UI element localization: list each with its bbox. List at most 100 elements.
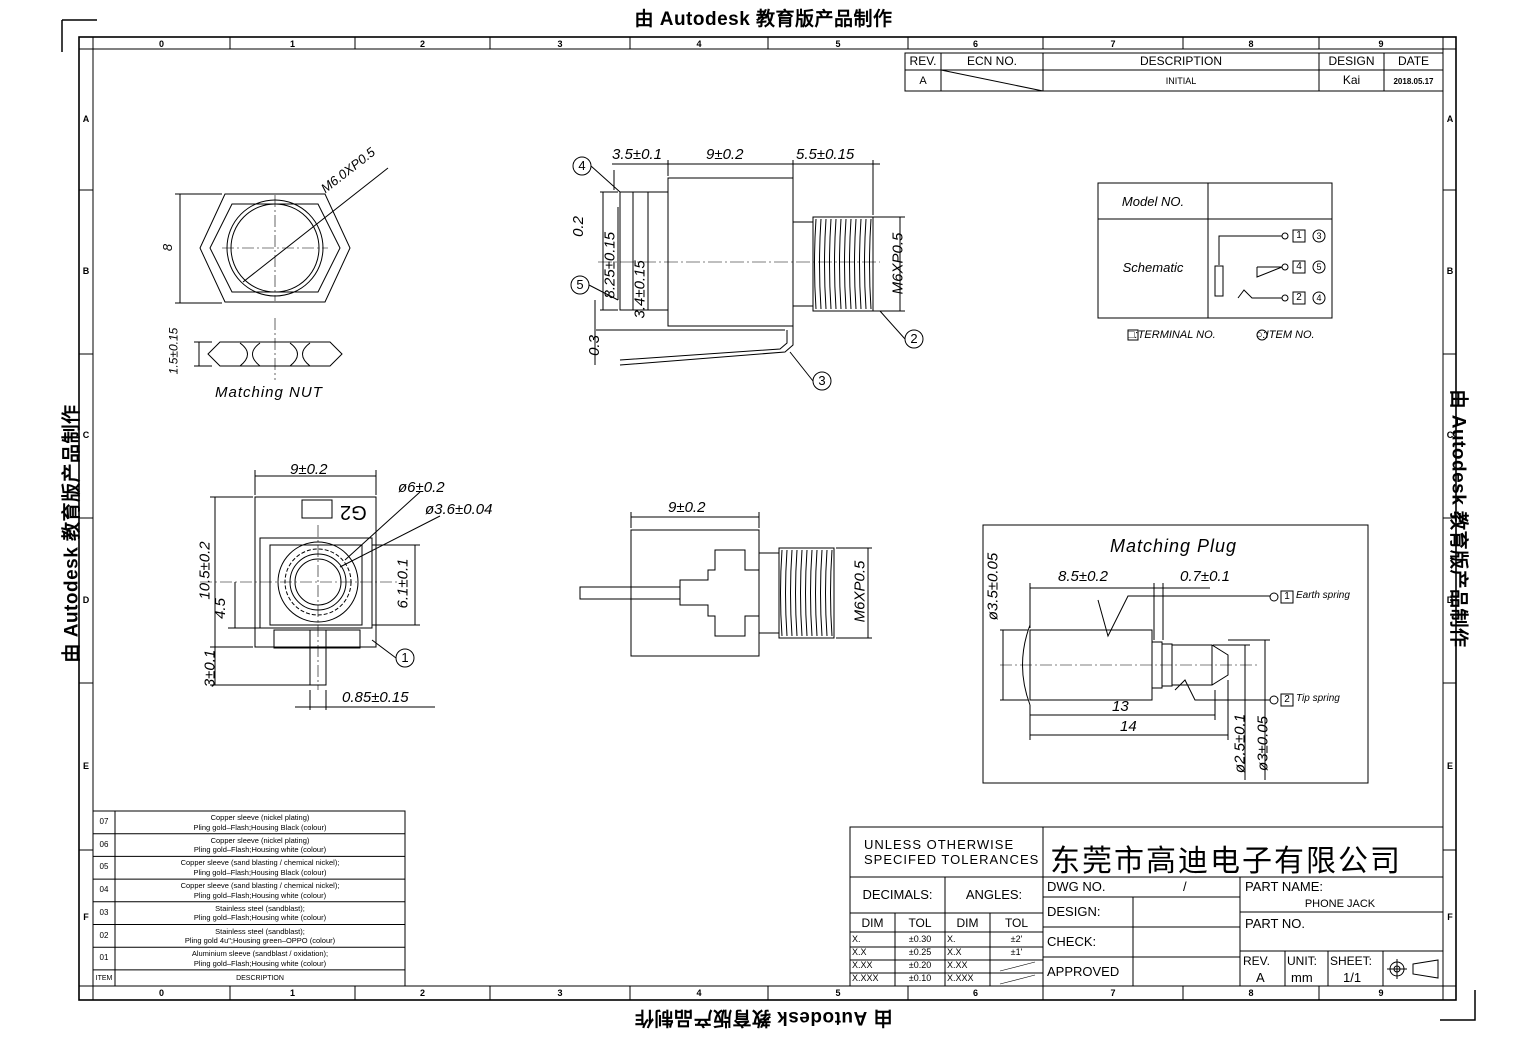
ang-row-tol: ±2' [1010,934,1023,944]
grid-col-top-7: 7 [1110,39,1116,49]
grid-row-right-D: D [1446,594,1454,605]
tolerance-title-1: UNLESS OTHERWISE [864,837,1015,852]
nut-caption: Matching NUT [215,384,323,401]
grid-col-bottom-7: 7 [1110,988,1116,998]
model-label: Model NO. [1121,194,1185,209]
grid-col-top-2: 2 [419,39,425,49]
grid-row-left-B: B [82,266,90,276]
plug-l3: 13 [1112,698,1129,715]
front-h2: 4.5 [211,598,229,619]
grid-row-left-A: A [82,113,90,124]
schematic-label: Schematic [1122,260,1184,275]
watermark-top: 由 Autodesk 教育版产品制作 [634,9,893,30]
items-row-number: 02 [99,930,109,940]
nut-view [175,167,389,380]
schematic-terminal-2: 4 [1296,261,1302,272]
dec-tol-header: TOL [908,916,932,930]
ang-dim-header: DIM [956,916,979,930]
front-h4: 6.1±0.1 [394,558,412,609]
items-row-number: 06 [99,839,109,849]
front-view [200,470,441,710]
front-mark: G2 [340,501,367,523]
decimals-label: DECIMALS: [862,887,933,902]
plug-tip-terminal: 2 [1284,694,1290,705]
items-row-number: 07 [99,817,109,826]
items-row-description: Copper sleeve (nickel plating)Pling gold… [193,813,327,832]
grid-col-bottom-0: 0 [158,988,164,998]
ang-row-dim: X.XXX [947,973,974,983]
ang-tol-header: TOL [1004,916,1029,930]
rev-value: A [919,75,927,87]
items-header-item: ITEM [95,975,113,982]
dec-row-dim: X.XXX [852,973,879,983]
grid-col-bottom-4: 4 [696,988,702,998]
nut-across-label: 8 [160,243,176,252]
side-dim-a: 3.5±0.1 [612,146,662,163]
ang-row-tol: ±1' [1010,947,1023,957]
revision-table [904,52,1444,92]
design-label: DESIGN: [1047,904,1101,919]
front-width: 9±0.2 [290,461,328,478]
front-pin: 0.85±0.15 [342,689,409,706]
schematic-terminal-3: 2 [1296,292,1302,303]
dec-row-dim: X.X [852,947,867,957]
approved-label: APPROVED [1047,964,1120,979]
grid-col-top-6: 6 [972,39,978,49]
ang-row-dim: X.XX [947,960,968,970]
grid-col-top-9: 9 [1378,39,1384,49]
grid-col-bottom-6: 6 [972,988,978,998]
dec-row-dim: X. [852,934,861,944]
dwg-no-value: / [1183,879,1187,894]
side-view [570,156,924,391]
schematic-item-3: 4 [1316,293,1322,303]
items-row-number: 05 [99,862,109,872]
plug-l2: 0.7±0.1 [1180,568,1230,585]
tolerance-title-2: SPECIFED TOLERANCES [864,852,1040,867]
dec-row-tol: ±0.25 [908,947,932,957]
grid-col-bottom-2: 2 [419,988,425,998]
side-v1: 0.2 [569,216,587,237]
description-value: INITIAL [1165,76,1197,86]
side-thread: M6XP0.5 [889,232,907,295]
rev-label: REV. [1243,954,1270,968]
grid-col-top-1: 1 [289,39,295,49]
legend-terminal: □:TERMINAL NO. [1128,329,1216,341]
balloon-1: 1 [401,650,409,665]
date-header: DATE [1397,54,1430,68]
grid-col-top-4: 4 [696,39,702,49]
items-row-description: Stainless steel (sandblast);Pling gold 4… [184,926,336,946]
dec-row-tol: ±0.20 [908,960,932,970]
items-header-desc: DESCRIPTION [236,975,284,982]
design-value: Kai [1342,73,1361,87]
plug-l4: 14 [1120,718,1137,735]
part-name-value: PHONE JACK [1304,898,1376,910]
items-row-description: Stainless steel (sandblast);Pling gold–F… [193,903,327,923]
sheet-label: SHEET: [1330,954,1373,968]
grid-col-bottom-3: 3 [557,988,563,998]
bottom-thread: M6XP0.5 [851,560,869,623]
title-block-lines [849,826,1444,987]
front-d1: ø6±0.2 [398,479,445,496]
grid-row-left-E: E [82,760,89,771]
angles-label: ANGLES: [965,887,1023,902]
description-header: DESCRIPTION [1139,54,1222,68]
design-header: DESIGN [1328,54,1375,68]
side-v3: 3.4±0.15 [631,260,649,319]
grid-row-right-F: F [1447,912,1453,922]
grid-col-top-0: 0 [158,39,164,49]
grid-col-bottom-1: 1 [289,988,295,998]
company-name: 东莞市高迪电子有限公司 [1050,844,1402,879]
plug-earth-terminal: 1 [1284,591,1290,602]
schematic-item-1: 3 [1316,231,1322,241]
side-dim-c: 5.5±0.15 [796,146,855,163]
grid-col-top-8: 8 [1248,39,1254,49]
grid-row-left-C: C [82,430,90,440]
front-h3: 3±0.1 [201,649,219,688]
items-row-number: 01 [99,953,109,963]
items-row-description: Copper sleeve (nickel plating)Pling gold… [193,835,327,855]
grid-row-left-D: D [82,594,90,605]
items-row-description: Aluminium sleeve (sandblast / oxidation)… [191,949,329,968]
unit-label: UNIT: [1287,954,1317,968]
items-row-description: Copper sleeve (sand blasting / chemical … [180,881,340,900]
